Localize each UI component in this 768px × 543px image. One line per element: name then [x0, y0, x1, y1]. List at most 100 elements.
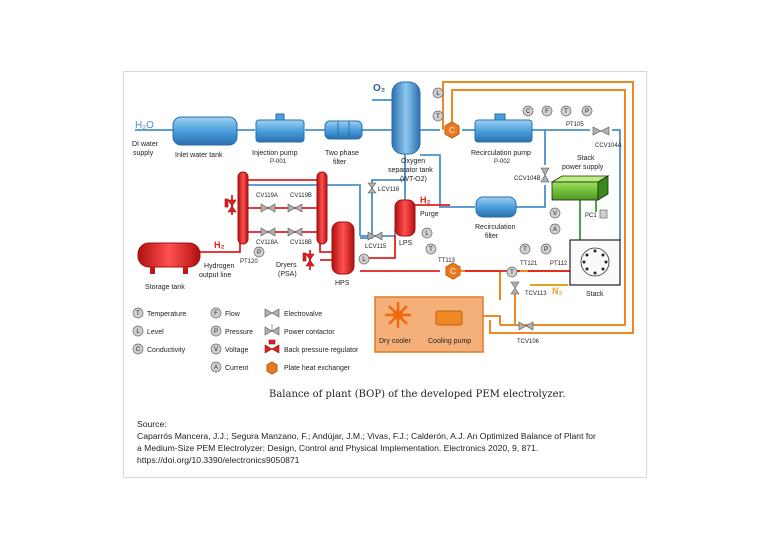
svg-text:filter: filter — [485, 233, 499, 240]
power-lines — [579, 200, 597, 242]
svg-text:P: P — [257, 250, 261, 256]
inlet-water-tank — [172, 116, 238, 146]
back-pressure-regulator-icon — [224, 198, 315, 267]
hps-tank — [331, 221, 355, 275]
source-line-1: Caparrós Mancera, J.J.; Segura Manzano, … — [137, 431, 596, 441]
svg-text:T: T — [436, 114, 440, 120]
svg-text:Voltage: Voltage — [225, 347, 248, 354]
svg-text:L: L — [136, 329, 140, 335]
stack — [569, 239, 621, 286]
svg-text:PT105: PT105 — [566, 122, 584, 128]
instrument-bubbles — [253, 87, 593, 278]
dryer-columns — [237, 171, 328, 245]
svg-text:LCV115: LCV115 — [365, 244, 387, 250]
svg-text:T: T — [523, 247, 527, 253]
svg-text:Dry cooler: Dry cooler — [379, 338, 412, 345]
svg-text:Purge: Purge — [420, 211, 439, 218]
back-pressure-legend-icon — [264, 339, 280, 354]
oxygen-separator-tank — [391, 81, 421, 155]
svg-text:C: C — [449, 126, 455, 135]
svg-text:Temperature: Temperature — [147, 311, 186, 318]
cooling-unit — [374, 296, 484, 353]
svg-text:Plate heat exchanger: Plate heat exchanger — [284, 365, 351, 372]
injection-pump — [255, 113, 305, 143]
purge-h2-label: H₂ — [420, 195, 431, 205]
svg-text:HPS: HPS — [335, 280, 350, 287]
svg-text:P: P — [585, 109, 589, 115]
svg-text:Flow: Flow — [225, 311, 241, 318]
svg-text:Pressure: Pressure — [225, 329, 253, 336]
svg-text:Hydrogen: Hydrogen — [204, 263, 234, 270]
svg-text:TCV113: TCV113 — [525, 291, 547, 297]
electrovalve-icon — [260, 126, 610, 331]
svg-text:Current: Current — [225, 365, 248, 372]
svg-text:F: F — [214, 311, 218, 317]
svg-text:C: C — [526, 109, 531, 115]
svg-text:TCV106: TCV106 — [517, 339, 540, 345]
svg-text:V: V — [553, 211, 557, 217]
svg-text:DI water: DI water — [132, 141, 159, 148]
svg-text:P: P — [544, 247, 548, 253]
svg-text:supply: supply — [133, 150, 154, 157]
source-heading: Source: — [137, 419, 167, 429]
svg-text:power supply: power supply — [562, 164, 604, 171]
svg-text:PT120: PT120 — [240, 259, 258, 265]
o2-label: O₂ — [373, 83, 385, 94]
svg-text:P-002: P-002 — [494, 159, 511, 165]
recirculation-pump — [474, 113, 533, 143]
svg-text:Conductivity: Conductivity — [147, 347, 186, 354]
lps-tank — [394, 199, 416, 237]
svg-text:Back pressure regulator: Back pressure regulator — [284, 347, 359, 354]
water-circuit — [135, 99, 621, 240]
svg-text:C: C — [450, 267, 456, 276]
svg-text:TT113: TT113 — [438, 258, 456, 264]
phe-legend-icon — [266, 361, 278, 375]
svg-text:CCV104A: CCV104A — [595, 143, 622, 149]
svg-text:LCV116: LCV116 — [378, 187, 400, 193]
hydrogen-h2-label: H₂ — [214, 240, 225, 250]
svg-text:Cooling pump: Cooling pump — [428, 338, 471, 345]
svg-text:T: T — [429, 247, 433, 253]
plate-heat-exchanger-icon: C C — [444, 121, 461, 280]
power-contactor-icon — [599, 209, 608, 219]
recirculation-filter — [475, 196, 517, 218]
svg-text:(WT-O2): (WT-O2) — [400, 176, 427, 183]
svg-text:Injection pump: Injection pump — [252, 150, 298, 157]
svg-text:L: L — [425, 231, 429, 237]
svg-text:output line: output line — [199, 272, 231, 279]
svg-text:Two phase: Two phase — [325, 150, 359, 157]
svg-text:Level: Level — [147, 329, 164, 336]
svg-text:Recirculation: Recirculation — [475, 224, 516, 231]
svg-text:Electrovalve: Electrovalve — [284, 311, 322, 318]
stack-power-supply — [550, 175, 610, 201]
svg-text:CV119A: CV119A — [256, 193, 278, 199]
svg-text:Recirculation pump: Recirculation pump — [471, 150, 531, 157]
svg-text:T: T — [510, 270, 514, 276]
svg-text:PT112: PT112 — [550, 261, 568, 267]
svg-text:A: A — [553, 227, 557, 233]
svg-text:separator tank: separator tank — [388, 167, 433, 174]
svg-text:CCV104B: CCV104B — [514, 176, 541, 182]
svg-text:CV118B: CV118B — [290, 240, 312, 246]
figure-caption: Balance of plant (BOP) of the developed … — [269, 389, 565, 400]
svg-text:T: T — [564, 109, 568, 115]
source-link[interactable]: https://doi.org/10.3390/electronics90508… — [137, 455, 300, 465]
svg-text:T: T — [136, 311, 140, 317]
equipment-tags: PT105 CCV104A CCV104B LCV116 CV119A CV11… — [240, 122, 622, 345]
svg-text:LPS: LPS — [399, 240, 413, 247]
svg-text:Stack: Stack — [586, 291, 604, 298]
svg-text:Storage tank: Storage tank — [145, 284, 185, 291]
electrovalve-legend-icon — [264, 308, 280, 318]
component-labels: H₂O DI water supply Inlet water tank Inj… — [132, 83, 604, 345]
h2o-label: H₂O — [135, 120, 154, 131]
instrument-bubble-letters: L T C F T P V A L L T T P P T — [257, 91, 589, 276]
svg-text:A: A — [214, 365, 218, 371]
source-citation: Source: Caparrós Mancera, J.J.; Segura M… — [137, 418, 637, 466]
svg-text:CV118A: CV118A — [256, 240, 278, 246]
svg-text:Stack: Stack — [577, 155, 595, 162]
n2-label: N₂ — [552, 286, 563, 296]
svg-text:L: L — [362, 257, 366, 263]
svg-text:L: L — [436, 91, 440, 97]
svg-text:Dryers: Dryers — [276, 262, 297, 269]
